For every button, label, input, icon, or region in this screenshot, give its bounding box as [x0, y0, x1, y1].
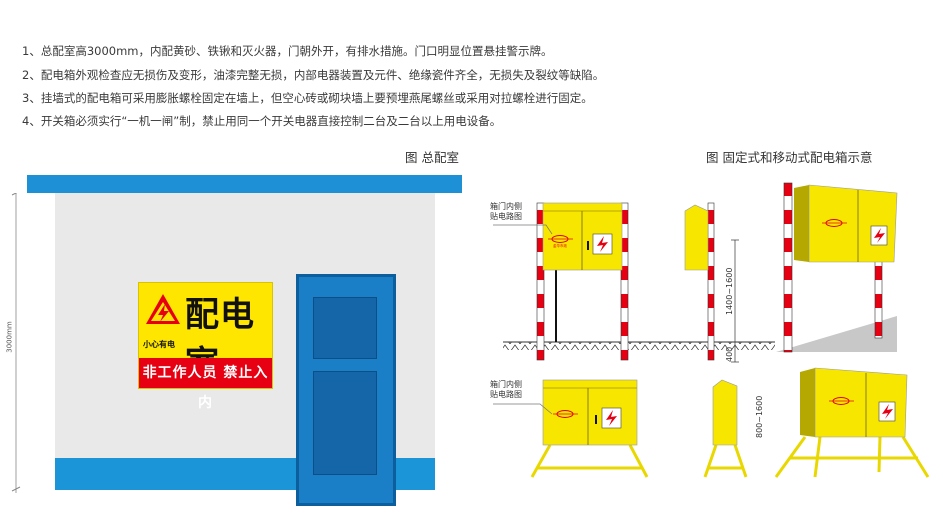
door-panel [313, 371, 377, 475]
mobile-box-side: 800~1600 [703, 379, 764, 478]
sign-warning-text: 小心有电 [143, 340, 175, 349]
dim-bury: 400 [725, 347, 734, 362]
label-line2: 贴电路图 [490, 211, 522, 221]
note-4: 4、开关箱必须实行“一机一闸”制，禁止用同一个开关电器直接控制二台及二台以上用电… [22, 114, 502, 128]
ground-line [503, 341, 775, 350]
note-3: 3、挂墙式的配电箱可采用膨胀螺栓固定在墙上，但空心砖或砌块墙上要预埋燕尾螺丝或采… [22, 91, 593, 105]
height-dimension: 3000mm [6, 193, 22, 493]
warning-sign: 小心有电 配电室 非工作人员 禁止入内 [138, 282, 273, 411]
note-2: 2、配电箱外观检查应无损伤及变形，油漆完整无损，内部电器装置及元件、绝缘瓷件齐全… [22, 68, 605, 82]
dim-mount: 1400~1600 [725, 268, 734, 315]
caption-boxes: 图 固定式和移动式配电箱示意 [706, 150, 873, 165]
fixed-box-side: 1400~1600 400 [684, 202, 739, 363]
dim-mobile: 800~1600 [755, 396, 764, 438]
caption-room: 图 总配室 [405, 150, 459, 165]
door-window [313, 297, 377, 359]
room-roof [27, 175, 462, 193]
electric-hazard-icon [146, 294, 180, 324]
mobile-box-front [530, 379, 649, 478]
logo-text: 金华市政 [553, 243, 567, 248]
room-door[interactable] [296, 274, 396, 506]
fixed-box-front: 金华市政 [536, 202, 629, 361]
fixed-box-perspective [776, 182, 898, 353]
mobile-box-perspective [774, 367, 930, 478]
label2-line1: 箱门内侧 [490, 379, 522, 389]
sign-prohibition: 非工作人员 禁止入内 [139, 358, 272, 411]
lightning-icon [597, 236, 608, 252]
note-1: 1、总配室高3000mm，内配黄砂、铁锹和灭火器，门朝外开，有排水措施。门口明显… [22, 44, 553, 58]
label-line1: 箱门内侧 [490, 201, 522, 211]
label2-line2: 贴电路图 [490, 389, 522, 399]
